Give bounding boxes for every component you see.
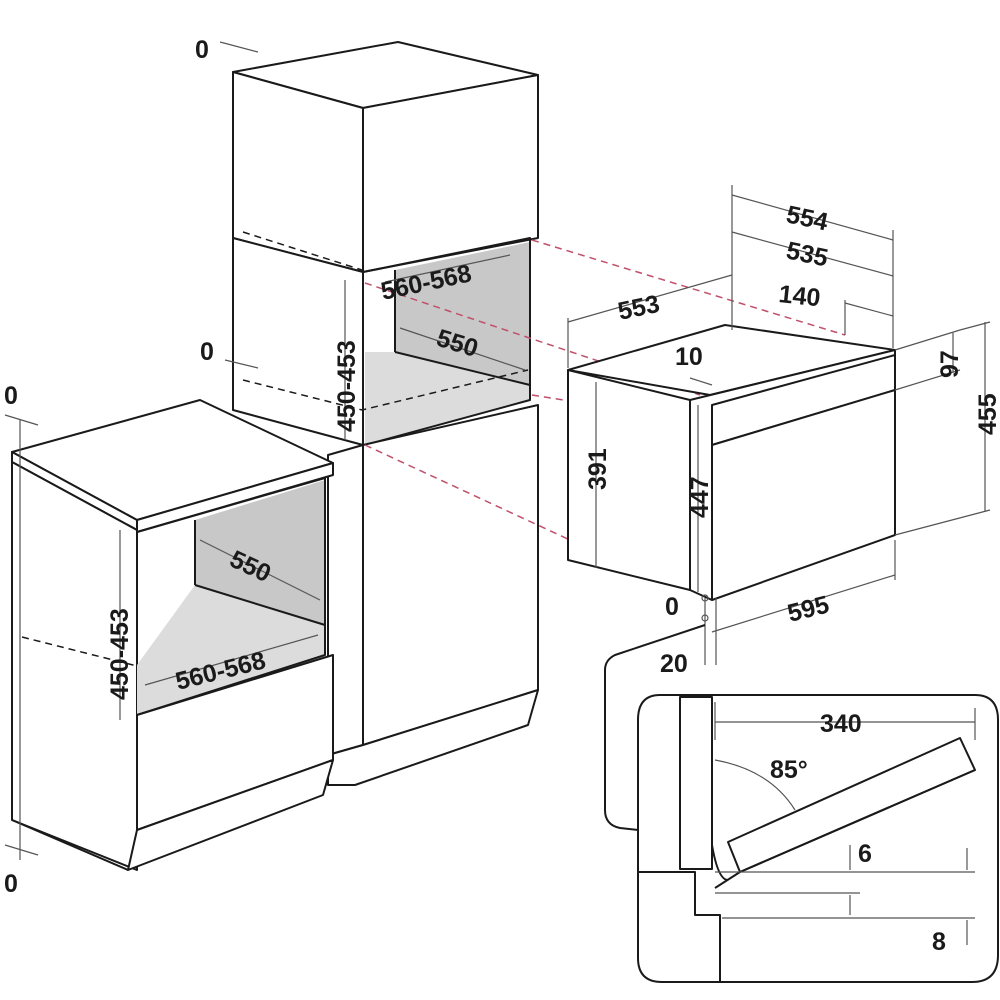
label-base-height: 450-453 [106, 608, 134, 700]
oven-dimensions [567, 185, 991, 665]
base-hidden-line [21, 636, 138, 667]
label-oven-595: 595 [785, 591, 832, 628]
callout-frame [604, 624, 999, 983]
tall-hidden-line [242, 369, 529, 411]
reference-point [701, 594, 709, 602]
door-detail-callout [604, 624, 999, 983]
label-oven-391: 391 [584, 448, 612, 490]
projection-line [531, 239, 846, 336]
dimension-line-tall-width [399, 327, 526, 371]
label-oven-455: 455 [974, 393, 1000, 435]
door-hinge [711, 844, 729, 881]
tall-cabinet [232, 41, 539, 786]
label-door-8: 8 [932, 928, 946, 956]
tall-niche-back [395, 242, 530, 385]
dimension-line-554 [731, 194, 894, 241]
label-door-340: 340 [820, 710, 862, 738]
projection-line [364, 444, 571, 541]
label-oven-535: 535 [784, 236, 831, 272]
oven [567, 324, 896, 601]
base-cabinet-top-front-edge [136, 462, 334, 533]
dimension-guide [894, 369, 961, 391]
open-door-lower-edge [714, 769, 976, 889]
label-door-angle: 85° [770, 756, 808, 784]
label-oven-20: 20 [660, 650, 688, 678]
reference-point [701, 614, 709, 622]
base-cabinet [11, 399, 334, 871]
dimension-line-595 [711, 574, 896, 633]
label-tall-mid-zero: 0 [200, 338, 214, 366]
zero-marker [224, 359, 259, 369]
label-oven-554: 554 [784, 200, 831, 236]
tall-cabinet-upper-front [362, 74, 539, 273]
label-base-bottom-zero: 0 [4, 870, 18, 898]
label-door-6: 6 [858, 840, 872, 868]
dimension-line-tall-depth [384, 254, 511, 283]
label-oven-zero: 0 [665, 593, 679, 621]
label-oven-447: 447 [686, 476, 714, 518]
dimension-line-10 [689, 377, 713, 386]
label-tall-height: 450-453 [333, 340, 361, 432]
base-niche-floor-edge [194, 584, 326, 626]
cabinet-base-profile [638, 871, 721, 982]
label-oven-10: 10 [675, 343, 703, 371]
base-cabinet-side [11, 461, 138, 871]
dimension-guide [894, 329, 961, 351]
cabinet-dimensions [4, 41, 526, 856]
dimension-line-140 [844, 302, 894, 317]
label-tall-top-zero: 0 [195, 36, 209, 64]
dimension-line-base-width [199, 539, 321, 601]
base-niche-outline [136, 477, 326, 716]
tall-cabinet-upper-left [232, 71, 364, 273]
cabinet-wall [679, 696, 713, 870]
base-niche-floor [137, 585, 325, 715]
label-base-top-zero: 0 [4, 382, 18, 410]
label-oven-97: 97 [936, 350, 964, 378]
base-niche-back [195, 480, 325, 625]
zero-marker [4, 844, 39, 856]
base-cabinet-plinth [127, 759, 334, 871]
tall-niche-outline [362, 237, 531, 446]
dimension-line-base-depth [144, 634, 319, 686]
dimension-guide [959, 321, 991, 331]
label-oven-553: 553 [615, 290, 662, 326]
angle-arc [714, 759, 796, 811]
open-door-panel [727, 737, 976, 873]
dimension-guide [894, 509, 991, 536]
base-cabinet-bottom-edge [11, 819, 129, 871]
tall-niche-floor-edge [394, 351, 531, 386]
dimension-line-535 [731, 231, 894, 277]
zero-marker [219, 41, 259, 53]
dimension-line-553 [567, 274, 733, 323]
zero-marker [4, 414, 39, 426]
tall-hidden-line [242, 231, 363, 271]
label-oven-140: 140 [777, 280, 821, 312]
